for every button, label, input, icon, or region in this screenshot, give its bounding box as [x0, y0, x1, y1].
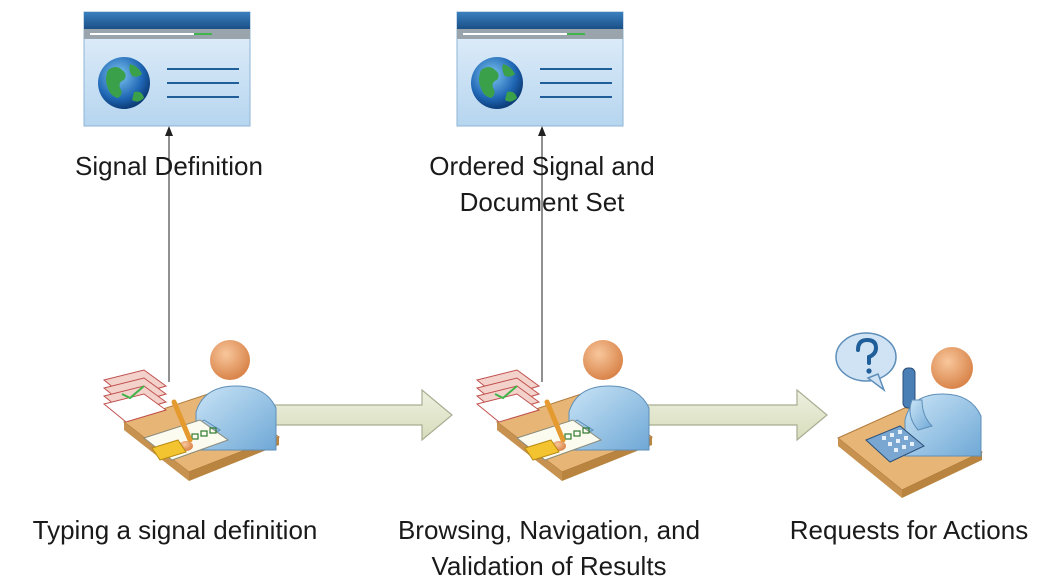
flow-arrow-browsing-to-requests — [632, 388, 828, 442]
signal-definition-window-icon — [83, 11, 251, 127]
question-speech-bubble-icon — [835, 332, 897, 393]
flow-arrow-typing-to-browsing — [258, 388, 453, 442]
requests-label: Requests for Actions — [789, 515, 1029, 545]
browsing-label-line1: Browsing, Navigation, and — [397, 515, 701, 545]
ordered-set-label-line1: Ordered Signal and — [429, 151, 655, 181]
typing-person-at-desk-icon — [104, 340, 279, 481]
connector-browsing-to-ordered-set — [538, 126, 546, 382]
browsing-person-at-desk-icon — [477, 340, 652, 481]
browsing-label-line2: Validation of Results — [431, 551, 667, 581]
browsing-label: Browsing, Navigation, and Validation of … — [362, 512, 736, 584]
connector-typing-to-signal-definition — [165, 126, 173, 382]
ordered-set-label: Ordered Signal and Document Set — [400, 148, 684, 220]
requests-person-on-phone-icon — [837, 347, 983, 498]
signal-definition-label: Signal Definition — [75, 151, 263, 181]
ordered-set-label-line2: Document Set — [459, 187, 625, 217]
typing-label: Typing a signal definition — [32, 515, 318, 545]
ordered-set-window-icon — [456, 11, 624, 127]
